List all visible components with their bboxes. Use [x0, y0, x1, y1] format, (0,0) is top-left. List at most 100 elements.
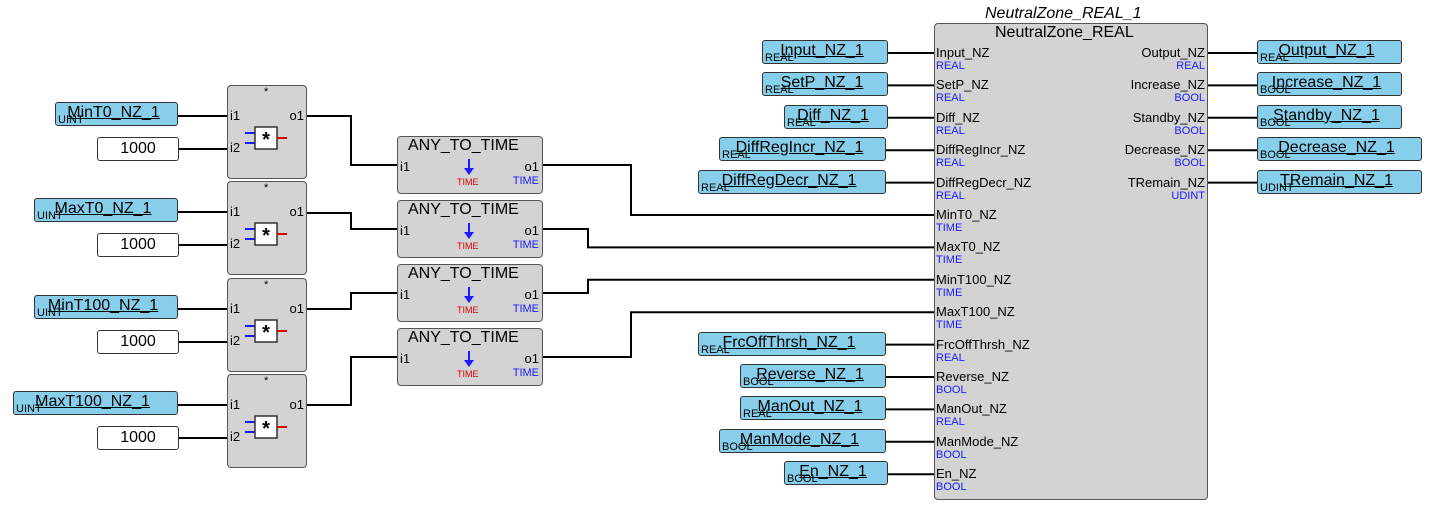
- variable-type: BOOL: [722, 440, 753, 453]
- input-pin-type: REAL: [936, 124, 965, 137]
- variable-name: Output_NZ_1: [1278, 42, 1375, 59]
- input-pin-label: MaxT100_NZ: [936, 304, 1015, 320]
- variable-name: Standby_NZ_1: [1273, 106, 1380, 124]
- variable-type: REAL: [722, 149, 751, 162]
- any-to-time-input: i1: [400, 351, 411, 366]
- multiply-title: *: [264, 182, 269, 194]
- any-to-time-output-type: TIME: [512, 367, 539, 379]
- multiply-block[interactable]: * i1 i2 o1 *: [227, 85, 307, 179]
- variable-type: REAL: [787, 116, 816, 129]
- multiply-output: o1: [289, 301, 304, 316]
- output-pin-label: Increase_NZ: [1130, 77, 1205, 93]
- input-pin-type: REAL: [936, 92, 965, 105]
- block-type-title: NeutralZone_REAL: [995, 24, 1134, 41]
- wire-mul4-conv4: [307, 356, 397, 406]
- variable-name: ManMode_NZ_1: [739, 430, 860, 448]
- variable-type: REAL: [701, 181, 730, 194]
- input-pin-label: Input_NZ: [936, 45, 990, 60]
- input-pin-label: SetP_NZ: [936, 77, 989, 93]
- input-pin-type: TIME: [936, 254, 963, 267]
- any-to-time-input: i1: [400, 223, 411, 238]
- svg-text:*: *: [262, 418, 270, 440]
- input-pin-type: TIME: [936, 222, 963, 234]
- any-to-time-output-type: TIME: [512, 303, 539, 315]
- multiply-input-1: i1: [230, 108, 241, 123]
- input-pin-type: BOOL: [936, 384, 967, 396]
- multiply-icon: *: [245, 222, 287, 247]
- multiply-title: *: [264, 375, 269, 387]
- multiply-icon: *: [245, 126, 287, 151]
- svg-text:*: *: [262, 322, 270, 344]
- convert-arrow-icon: [464, 287, 474, 303]
- any-to-time-input: i1: [400, 287, 411, 302]
- wire-conv2-maxt0: [543, 228, 934, 249]
- convert-arrow-icon: [464, 159, 474, 175]
- output-pin-type: BOOL: [1174, 92, 1205, 105]
- multiply-input-2: i2: [230, 140, 241, 155]
- multiply-constant[interactable]: 1000: [97, 330, 179, 354]
- multiply-input-1: i1: [230, 397, 241, 412]
- variable-type: UINT: [16, 403, 42, 415]
- any-to-time-input: i1: [400, 159, 411, 174]
- any-to-time-output-type: TIME: [512, 239, 539, 251]
- input-pin-type: REAL: [936, 351, 965, 364]
- any-to-time-title: ANY_TO_TIME: [408, 137, 519, 154]
- variable-name: MinT100_NZ_1: [47, 297, 159, 314]
- multiply-icon: *: [245, 415, 287, 440]
- multiply-input-1: i1: [230, 204, 241, 219]
- time-icon-label: TIME: [457, 305, 479, 315]
- neutralzone-block[interactable]: NeutralZone_REAL: [934, 23, 1208, 500]
- multiply-title: *: [264, 86, 269, 98]
- convert-arrow-icon: [464, 223, 474, 239]
- multiply-constant[interactable]: 1000: [97, 233, 179, 257]
- variable-type: REAL: [1260, 52, 1289, 64]
- multiply-constant[interactable]: 1000: [97, 426, 179, 450]
- variable-name: TRemain_NZ_1: [1280, 171, 1393, 189]
- output-pin-label: Output_NZ: [1141, 45, 1205, 60]
- svg-text:*: *: [262, 129, 270, 151]
- input-pin-label: ManOut_NZ: [936, 401, 1007, 417]
- variable-name: En_NZ_1: [799, 463, 867, 481]
- any-to-time-title: ANY_TO_TIME: [408, 201, 519, 218]
- multiply-output: o1: [289, 108, 304, 123]
- variable-type: REAL: [765, 84, 794, 97]
- time-icon-label: TIME: [457, 241, 479, 251]
- input-pin-type: REAL: [936, 60, 965, 72]
- instance-name: NeutralZone_REAL_1: [985, 5, 1142, 22]
- variable-name: SetP_NZ_1: [780, 74, 864, 92]
- wire-mul1-conv1: [307, 115, 397, 166]
- input-pin-type: BOOL: [936, 481, 967, 494]
- multiply-input-2: i2: [230, 333, 241, 348]
- input-pin-label: MinT100_NZ: [936, 271, 1012, 287]
- multiply-constant[interactable]: 1000: [97, 137, 179, 161]
- multiply-input-2: i2: [230, 236, 241, 251]
- variable-type: REAL: [743, 408, 772, 421]
